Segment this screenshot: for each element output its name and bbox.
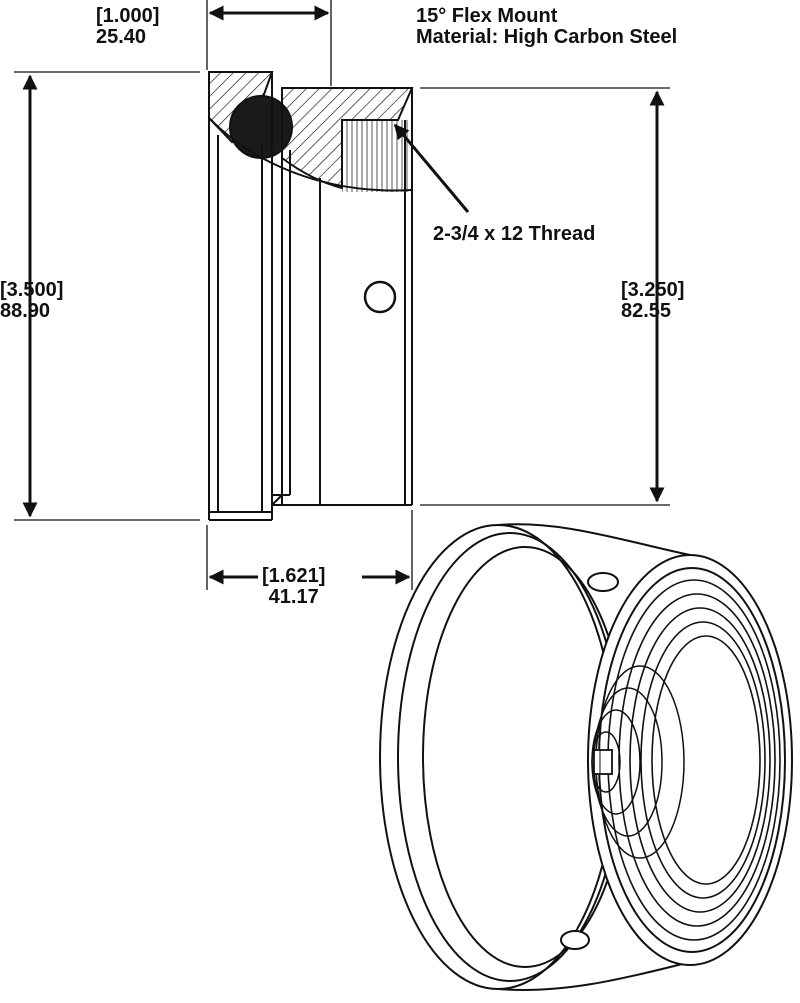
title-line2: Material: High Carbon Steel [416,26,678,48]
dimension-arrows [22,5,665,585]
dim-length: [1.621] 41.17 [262,566,325,608]
side-view [208,71,414,521]
dim-body-dia-inches: [3.250] [621,279,685,301]
isometric-view [379,523,793,992]
thread-callout: 2-3/4 x 12 Thread [433,224,595,245]
dim-top-width: [1.000] 25.40 [96,6,159,48]
thread-callout-text: 2-3/4 x 12 Thread [433,223,596,245]
center-bolt [593,749,613,775]
front-rim [587,554,793,966]
diagram-title: 15° Flex Mount Material: High Carbon Ste… [416,6,677,48]
iso-pin-hole-bottom [560,930,590,950]
dim-body-dia-mm: 82.55 [621,300,672,322]
dim-overall-dia-mm: 88.90 [0,300,51,322]
dim-overall-dia-inches: [3.500] [0,279,64,301]
dim-length-inches: [1.621] [262,565,326,587]
dim-body-dia: [3.250] 82.55 [621,280,684,322]
title-line1: 15° Flex Mount [416,5,558,27]
flange-outer [379,524,617,990]
iso-pin-hole-top [587,572,619,592]
extension-lines [14,0,670,590]
dim-top-width-inches: [1.000] [96,5,160,27]
thread-leader [393,123,470,213]
dim-top-width-mm: 25.40 [96,26,147,48]
dim-overall-dia: [3.500] 88.90 [0,280,63,322]
dim-length-mm: 41.17 [268,586,319,608]
side-pin-hole [363,280,397,314]
